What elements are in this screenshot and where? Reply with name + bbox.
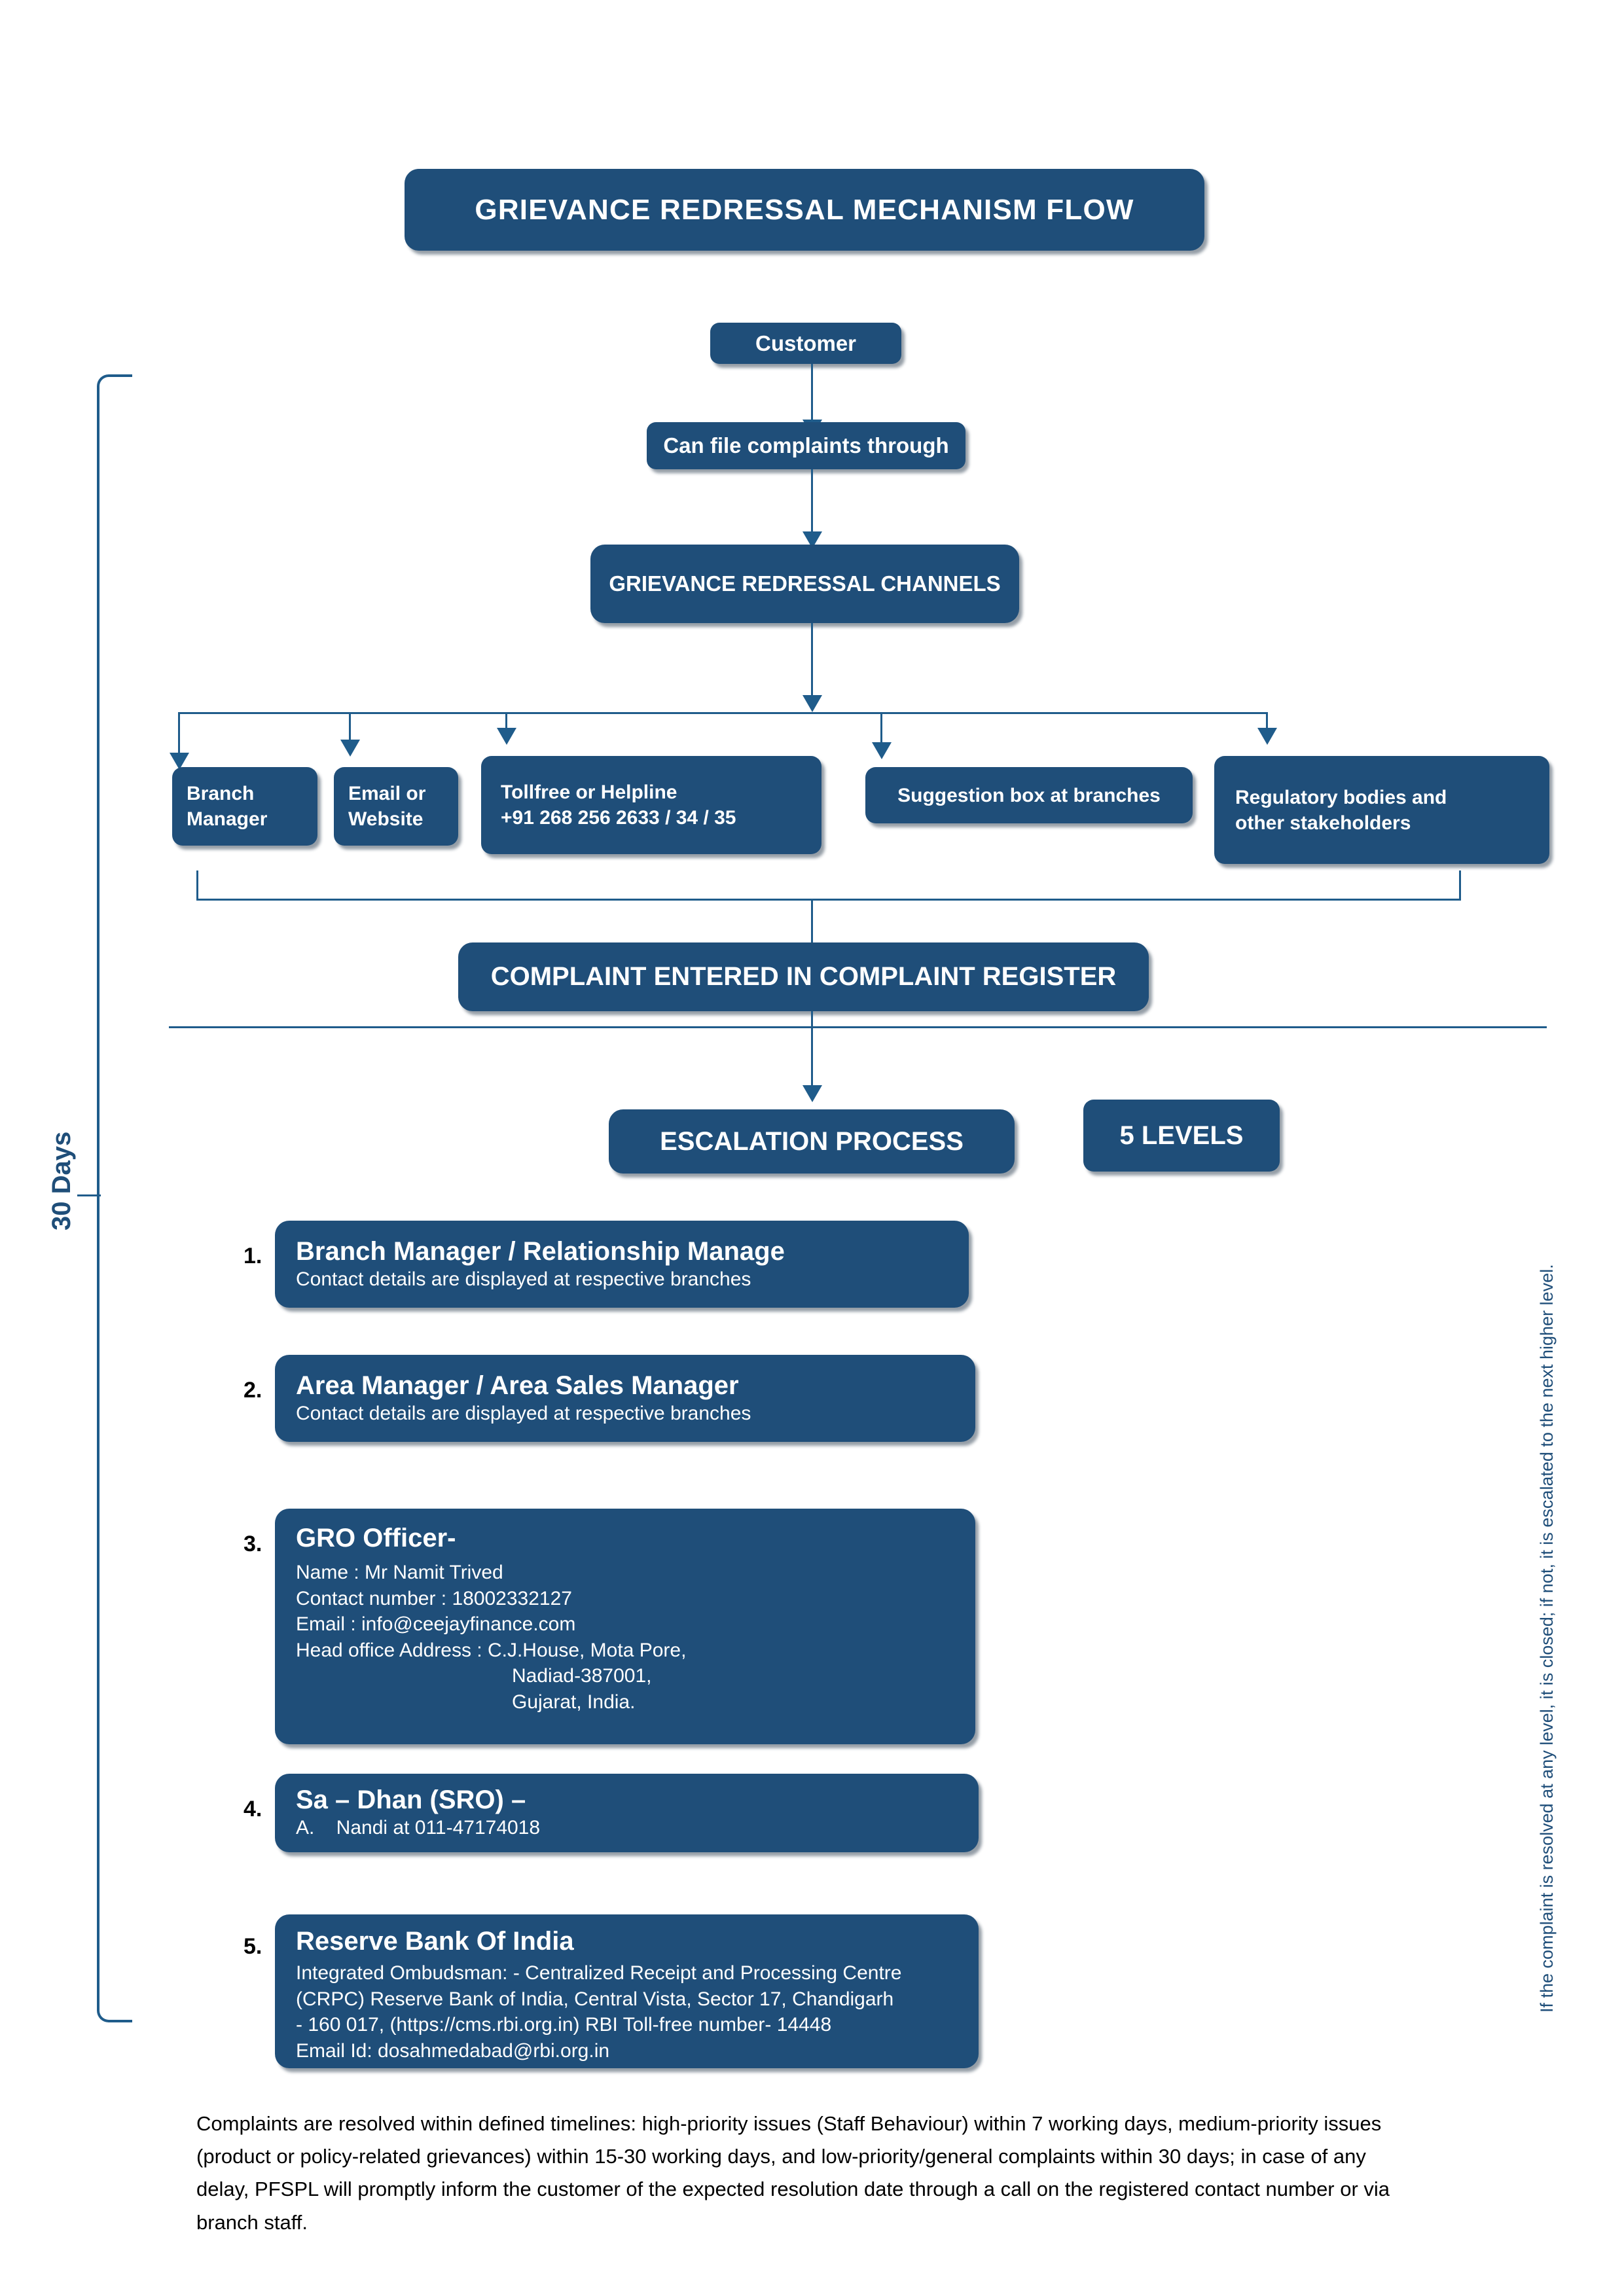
file-complaints-box: Can file complaints through <box>647 422 965 469</box>
connector-collector-to-register <box>811 901 813 946</box>
level-number-3: 3. <box>244 1532 262 1556</box>
escalation-process-box: ESCALATION PROCESS <box>609 1109 1015 1174</box>
arrow-channel-5 <box>1257 728 1277 745</box>
connector-channels-to-fanout <box>811 623 813 695</box>
customer-box: Customer <box>710 323 901 364</box>
level-title-5: Reserve Bank Of India <box>296 1927 574 1956</box>
level-number-4: 4. <box>244 1797 262 1821</box>
gro-address-line3: Gujarat, India. <box>512 1691 636 1713</box>
channel-line1: Tollfree or Helpline <box>501 781 677 803</box>
channel-box-email-website: Email or Website <box>334 767 458 846</box>
gro-contact-number: Contact number : 18002332127 <box>296 1587 572 1609</box>
rbi-line-3: - 160 017, (https://cms.rbi.org.in) RBI … <box>296 2014 832 2036</box>
levels-badge-label: 5 LEVELS <box>1119 1121 1244 1150</box>
thirty-days-bracket-tick <box>77 1194 101 1196</box>
channel-line1: Regulatory bodies and <box>1235 786 1447 808</box>
channels-collector-bracket <box>196 870 1461 901</box>
arrow-channel-2 <box>340 740 360 757</box>
connector-file-to-channels <box>811 469 813 548</box>
complaint-register-label: COMPLAINT ENTERED IN COMPLAINT REGISTER <box>490 962 1117 991</box>
chart-title-box: GRIEVANCE REDRESSAL MECHANISM FLOW <box>405 169 1204 251</box>
level-detail-2: Contact details are displayed at respect… <box>296 1402 751 1424</box>
level-title-4: Sa – Dhan (SRO) – <box>296 1785 526 1815</box>
level-title-1: Branch Manager / Relationship Manage <box>296 1236 785 1266</box>
stem-channel-4 <box>880 712 882 754</box>
gro-address-line1: Head office Address : C.J.House, Mota Po… <box>296 1639 687 1661</box>
channels-header-label: GRIEVANCE REDRESSAL CHANNELS <box>609 571 1001 596</box>
channel-line2: Manager <box>187 808 268 830</box>
arrow-register-to-escalation <box>803 1085 822 1102</box>
rbi-line-1: Integrated Ombudsman: - Centralized Rece… <box>296 1962 902 1984</box>
level-number-5: 5. <box>244 1934 262 1959</box>
stem-channel-1 <box>178 712 180 766</box>
channel-line1: Branch <box>187 783 255 804</box>
gro-address-line2: Nadiad-387001, <box>512 1665 652 1687</box>
section-divider <box>169 1026 1547 1028</box>
channel-line1: Email or <box>348 783 426 804</box>
file-complaints-label: Can file complaints through <box>663 433 949 457</box>
fanout-bar <box>178 712 1268 714</box>
levels-badge-box: 5 LEVELS <box>1083 1100 1280 1172</box>
chart-title-text: GRIEVANCE REDRESSAL MECHANISM FLOW <box>475 193 1134 226</box>
channel-line2: other stakeholders <box>1235 812 1411 834</box>
arrow-channel-1 <box>170 753 189 770</box>
channel-line1: Suggestion box at branches <box>897 784 1161 806</box>
channel-box-branch-manager: Branch Manager <box>172 767 317 846</box>
level-detail-4: A. Nandi at 011-47174018 <box>296 1817 541 1839</box>
level-box-5: Reserve Bank Of India Integrated Ombudsm… <box>275 1914 979 2068</box>
thirty-days-bracket <box>97 374 132 2022</box>
level-box-1: Branch Manager / Relationship Manage Con… <box>275 1221 969 1308</box>
stem-channel-2 <box>349 712 351 753</box>
gro-name: Name : Mr Namit Trived <box>296 1562 503 1583</box>
channel-line2: Website <box>348 808 424 830</box>
complaint-register-box: COMPLAINT ENTERED IN COMPLAINT REGISTER <box>458 942 1149 1011</box>
level-title-3: GRO Officer- <box>296 1524 456 1552</box>
arrow-channel-4 <box>872 742 892 759</box>
footer-note: Complaints are resolved within defined t… <box>196 2112 1390 2234</box>
level-number-1: 1. <box>244 1244 262 1268</box>
channel-box-regulatory-bodies: Regulatory bodies and other stakeholders <box>1214 756 1549 864</box>
channel-box-suggestion-box: Suggestion box at branches <box>865 767 1193 823</box>
level-detail-1: Contact details are displayed at respect… <box>296 1268 751 1290</box>
escalation-process-label: ESCALATION PROCESS <box>660 1126 964 1156</box>
level-box-4: Sa – Dhan (SRO) – A. Nandi at 011-471740… <box>275 1774 979 1852</box>
gro-email: Email : info@ceejayfinance.com <box>296 1613 576 1636</box>
connector-register-to-escalation <box>811 1011 813 1096</box>
arrow-channel-3 <box>497 728 516 745</box>
channel-line2: +91 268 256 2633 / 34 / 35 <box>501 807 736 829</box>
channels-header-box: GRIEVANCE REDRESSAL CHANNELS <box>590 545 1019 623</box>
level-title-2: Area Manager / Area Sales Manager <box>296 1371 739 1400</box>
rbi-line-2: (CRPC) Reserve Bank of India, Central Vi… <box>296 1988 894 2010</box>
level-box-3: GRO Officer- Name : Mr Namit Trived Cont… <box>275 1509 975 1744</box>
thirty-days-label: 30 Days <box>47 1131 76 1230</box>
customer-label: Customer <box>755 331 857 355</box>
level-box-2: Area Manager / Area Sales Manager Contac… <box>275 1355 975 1442</box>
level-number-2: 2. <box>244 1378 262 1403</box>
stem-channel-5 <box>1266 712 1268 741</box>
stem-channel-3 <box>505 712 507 741</box>
arrow-channels-to-fanout <box>803 695 822 712</box>
rbi-line-4: Email Id: dosahmedabad@rbi.org.in <box>296 2039 610 2062</box>
channel-box-tollfree-helpline: Tollfree or Helpline +91 268 256 2633 / … <box>481 756 821 854</box>
escalation-note-vertical: If the complaint is resolved at any leve… <box>1537 1264 1557 2013</box>
connector-customer-to-file <box>811 364 813 425</box>
